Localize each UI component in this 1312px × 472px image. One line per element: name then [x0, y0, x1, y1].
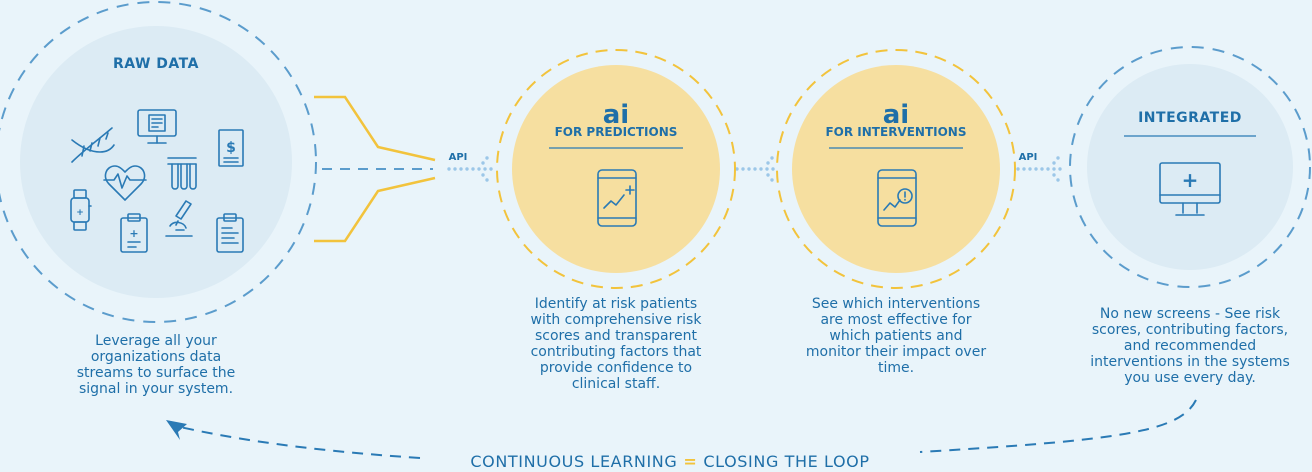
loop-arrow-left-segment — [179, 426, 421, 459]
dna-icon — [71, 127, 115, 163]
raw-data-outer-dashed-ring — [0, 1, 317, 323]
clipboard-plus-glyph: + — [129, 227, 138, 240]
predictions-dashed-ring — [496, 49, 736, 289]
ai-badge: ai — [882, 100, 910, 130]
footer-equals: = — [683, 452, 698, 471]
integrated-description: No new screens - See risk scores, contri… — [1090, 306, 1290, 386]
integrated-title: INTEGRATED — [1138, 110, 1242, 126]
interventions-dashed-ring — [776, 49, 1016, 289]
clipboard-icon — [216, 213, 244, 253]
api-connector-1 — [447, 156, 493, 182]
invoice-dollar-icon — [218, 129, 244, 167]
footer-left-text: CONTINUOUS LEARNING — [470, 452, 678, 471]
tablet-chart-plus-icon — [597, 169, 637, 227]
interventions-title: FOR INTERVENTIONS — [825, 125, 967, 139]
loop-arrowhead-icon — [166, 420, 187, 440]
monitor-document-icon — [137, 109, 177, 144]
funnel-icon — [314, 95, 436, 243]
footer-caption: CONTINUOUS LEARNING = CLOSING THE LOOP — [420, 452, 920, 471]
raw-data-description: Leverage all your organizations data str… — [76, 333, 236, 397]
raw-data-title: RAW DATA — [113, 56, 199, 72]
clipboard-medical-icon — [120, 213, 148, 253]
footer-right-text: CLOSING THE LOOP — [703, 452, 870, 471]
raw-data-circle — [20, 26, 292, 298]
monitor-plus-glyph: + — [1182, 168, 1199, 192]
microscope-icon — [165, 200, 193, 237]
integrated-dashed-ring — [1069, 46, 1311, 288]
watch-plus-glyph: + — [76, 208, 84, 218]
predictions-description: Identify at risk patients with comprehen… — [530, 296, 702, 392]
smartwatch-icon — [70, 189, 92, 231]
predictions-circle — [512, 65, 720, 273]
dollar-glyph: $ — [226, 140, 236, 156]
ai-badge: ai — [602, 100, 630, 130]
connector-2 — [735, 156, 775, 182]
interventions-circle — [792, 65, 1000, 273]
loop-arrow-right-segment — [919, 399, 1197, 453]
predictions-title: FOR PREDICTIONS — [554, 125, 678, 139]
heart-rate-icon — [103, 165, 147, 201]
monitor-medical-icon — [1159, 162, 1221, 216]
api-label: API — [1018, 152, 1038, 163]
integrated-circle — [1087, 64, 1293, 270]
test-tubes-icon — [167, 157, 197, 190]
interventions-description: See which interventions are most effecti… — [805, 296, 987, 376]
api-connector-3 — [1016, 156, 1062, 182]
api-label: API — [448, 152, 468, 163]
tablet-chart-alert-icon — [877, 169, 917, 227]
